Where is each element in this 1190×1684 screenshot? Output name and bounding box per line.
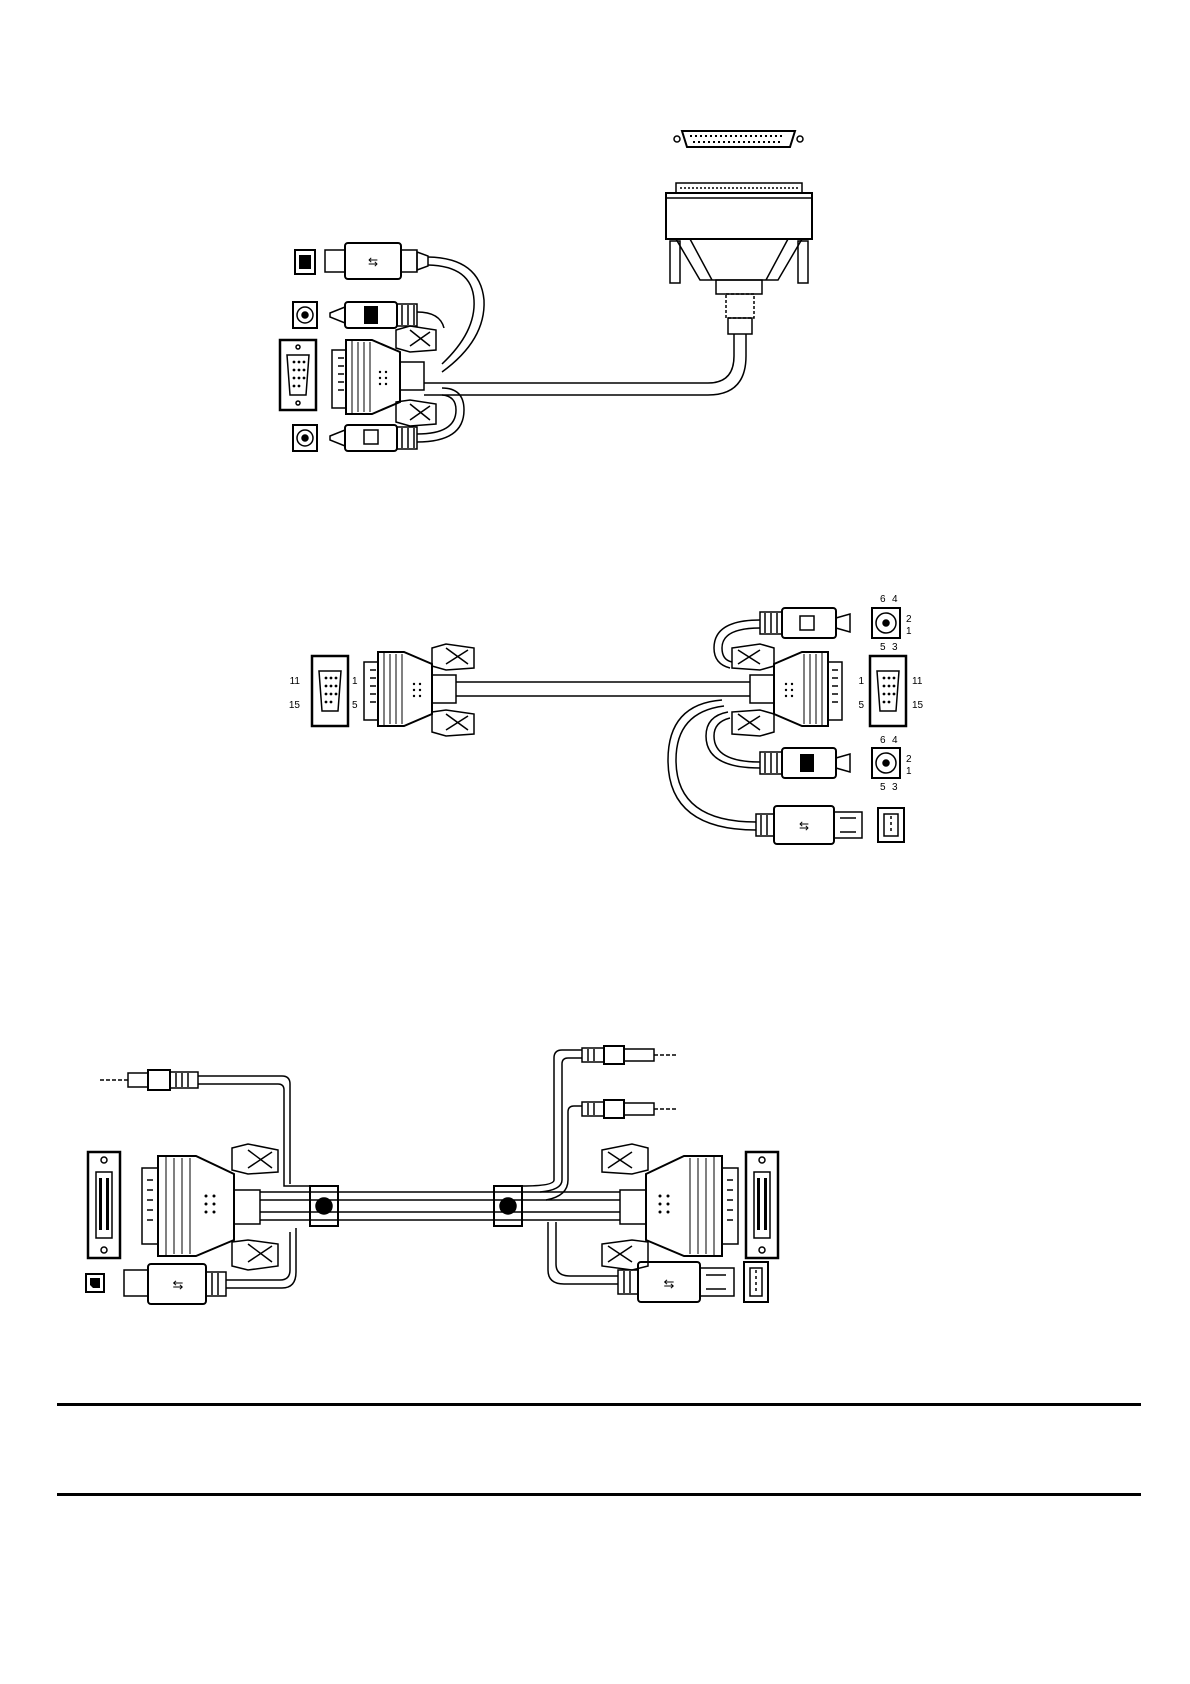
dvi-port-face-left-icon (88, 1152, 120, 1258)
dvi-plug-right-icon (602, 1144, 738, 1270)
pin-label-15-right: 15 (912, 700, 924, 711)
ps2-port-face-bottom-icon (872, 748, 900, 778)
ps2-pin-6: 6 (880, 594, 886, 605)
pin-label-15: 15 (289, 700, 301, 711)
usb-b-plug-icon: ⇆ (124, 1228, 296, 1304)
svg-text:⇆: ⇆ (799, 819, 809, 833)
audio-jack-right-top-icon (554, 1046, 676, 1180)
svg-text:⇆: ⇆ (368, 255, 378, 269)
ps2-pin-2: 2 (906, 614, 912, 625)
ps2-pin-5-b: 5 (880, 782, 886, 793)
svg-text:⇆: ⇆ (173, 1277, 184, 1292)
ps2-pin-5: 5 (880, 642, 886, 653)
figure-2-vga-kvm-cable: 11 15 1 5 (289, 594, 924, 844)
svg-text:⇆: ⇆ (664, 1276, 675, 1291)
db25-plug-icon (666, 183, 812, 334)
ps2-pin-6-b: 6 (880, 735, 886, 746)
pin-label-1: 1 (352, 676, 358, 687)
ps2-pin-2-b: 2 (906, 754, 912, 765)
ps2-pin-4-b: 4 (892, 735, 898, 746)
ps2-mouse-plug-right-icon (714, 608, 850, 668)
ps2-pin-1: 1 (906, 626, 912, 637)
db25-port-face-icon (674, 131, 803, 147)
ps2-pin-4: 4 (892, 594, 898, 605)
vga-plug-icon (332, 326, 442, 426)
vga-plug-right-icon (732, 644, 842, 736)
usb-b-port-icon (86, 1274, 104, 1292)
usb-a-port-bottom-icon (744, 1262, 768, 1302)
vga-port-face-right-icon (870, 656, 906, 726)
vga-port-face-icon (280, 340, 316, 410)
audio-jack-left-icon (100, 1070, 290, 1180)
ps2-keyboard-port-icon (293, 302, 317, 328)
pin-label-5: 5 (352, 700, 358, 711)
usb-a-port-icon (295, 250, 315, 274)
pin-label-5-right: 5 (858, 700, 864, 711)
pin-label-11: 11 (290, 676, 301, 687)
ps2-keyboard-plug-icon (330, 302, 444, 328)
ps2-port-face-top-icon (872, 608, 900, 638)
vga-plug-left-icon (364, 644, 474, 736)
figure-3-dvi-usb-audio-cable: ⇆ ⇆ (86, 1046, 778, 1304)
dvi-plug-left-icon (142, 1144, 278, 1270)
pin-label-11-right: 11 (912, 676, 923, 687)
ps2-pin-3: 3 (892, 642, 898, 653)
figure-1-db25-kvm-cable: ⇆ (280, 131, 812, 451)
divider-rule-top (57, 1403, 1141, 1406)
usb-a-port-right-icon (878, 808, 904, 842)
ps2-pin-1-b: 1 (906, 766, 912, 777)
ps2-pin-3-b: 3 (892, 782, 898, 793)
divider-rule-bottom (57, 1493, 1141, 1496)
pin-label-1-right: 1 (858, 676, 864, 687)
ps2-mouse-plug-icon (330, 388, 464, 451)
vga-port-face-left-icon (312, 656, 348, 726)
ps2-mouse-port-icon (293, 425, 317, 451)
dvi-port-face-right-icon (746, 1152, 778, 1258)
usb-a-plug-icon: ⇆ (325, 243, 484, 372)
main-cable (442, 334, 734, 383)
main-cable-bundle (260, 1180, 620, 1226)
